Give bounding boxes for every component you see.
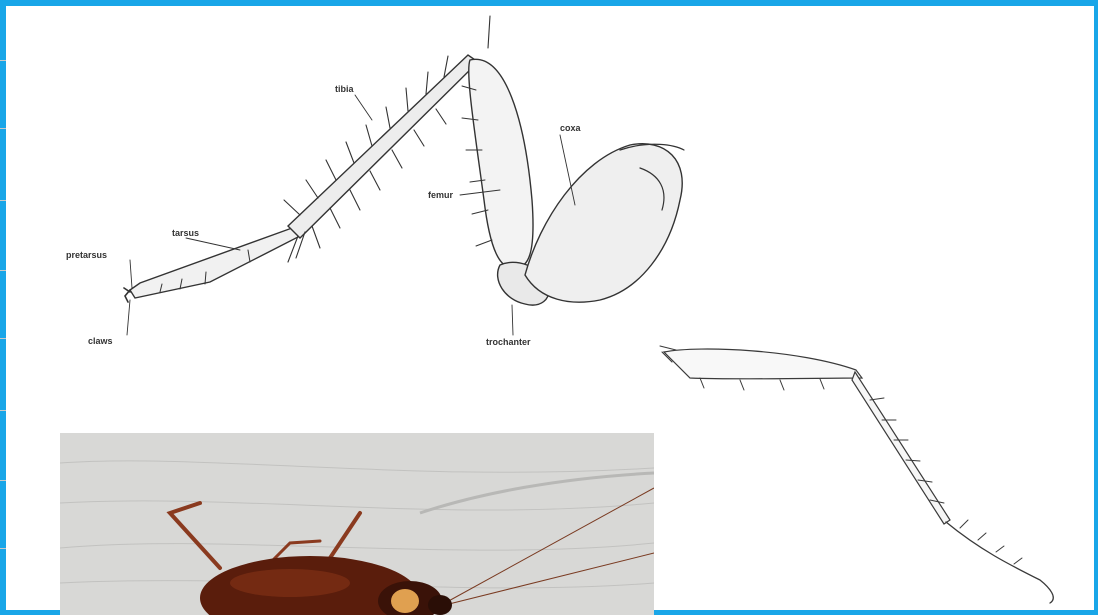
label-coxa: coxa <box>560 123 582 133</box>
coxa-shape <box>525 144 682 302</box>
cockroach-photo-scene <box>60 433 654 615</box>
label-tibia: tibia <box>335 84 354 94</box>
label-femur: femur <box>428 190 454 200</box>
label-tarsus: tarsus <box>172 228 199 238</box>
tarsus-shape <box>130 228 300 298</box>
label-pretarsus: pretarsus <box>66 250 107 260</box>
label-trochanter: trochanter <box>486 337 531 347</box>
cockroach-photo <box>60 433 654 615</box>
label-claws: claws <box>88 336 113 346</box>
claws-shape <box>124 288 130 302</box>
labeled-leg-illustration <box>124 16 684 335</box>
leg-sketch <box>660 346 1053 603</box>
tibia-shape <box>288 55 478 238</box>
femur-shape <box>469 59 533 268</box>
